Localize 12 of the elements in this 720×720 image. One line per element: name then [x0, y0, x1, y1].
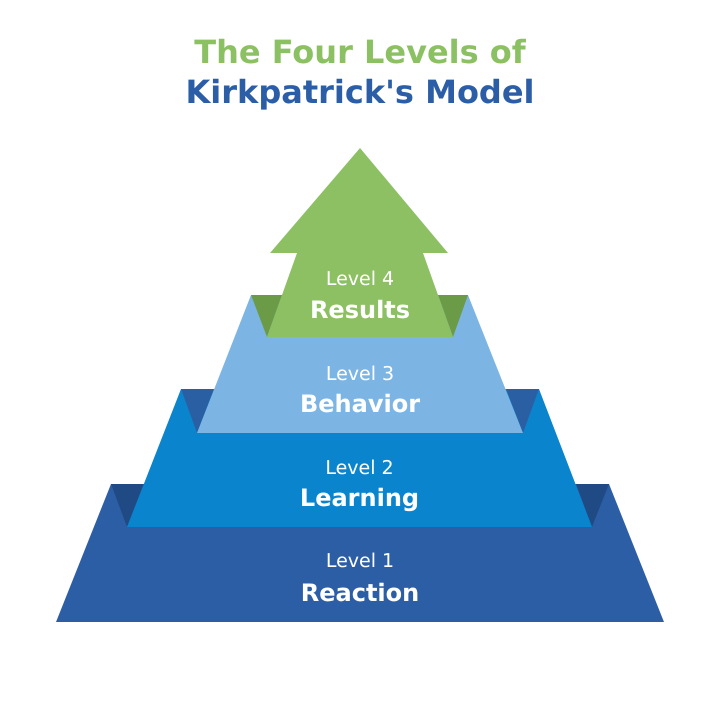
- pyramid-tier: [197, 295, 523, 433]
- level-name: Learning: [300, 483, 420, 513]
- level-number: Level 2: [325, 456, 394, 480]
- level-number: Level 3: [326, 362, 394, 386]
- level-name: Results: [310, 295, 410, 325]
- level-name: Reaction: [300, 578, 420, 608]
- title: The Four Levels of Kirkpatrick's Model: [184, 32, 536, 112]
- level-name: Behavior: [300, 389, 420, 419]
- pyramid-tier: [127, 389, 592, 527]
- up-arrow-shape: [267, 148, 453, 337]
- level-number: Level 1: [326, 549, 394, 573]
- level-number: Level 4: [326, 267, 394, 291]
